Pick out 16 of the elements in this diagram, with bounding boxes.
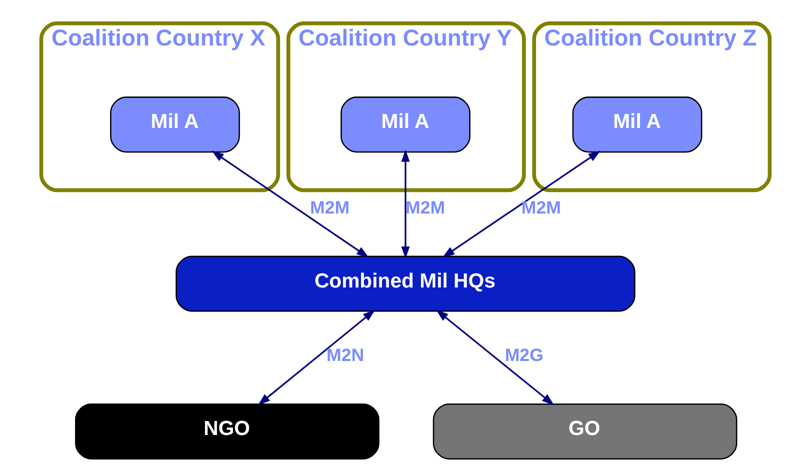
edge-label: M2M — [406, 197, 446, 218]
edge-label: M2G — [504, 345, 544, 366]
arrow — [442, 150, 601, 258]
node-box: Mil A — [572, 96, 702, 153]
arrow — [212, 150, 369, 258]
edge-label: M2M — [521, 197, 561, 218]
edge-label: M2M — [310, 197, 350, 218]
node-box: Combined Mil HQs — [176, 256, 636, 312]
node-box: NGO — [75, 403, 380, 460]
node-box: GO — [432, 403, 738, 460]
edge-label: M2N — [326, 345, 364, 366]
node-box: Mil A — [110, 96, 240, 153]
arrow — [436, 310, 554, 406]
arrow — [258, 310, 376, 406]
arrow — [401, 150, 410, 259]
node-box: Mil A — [340, 96, 470, 153]
